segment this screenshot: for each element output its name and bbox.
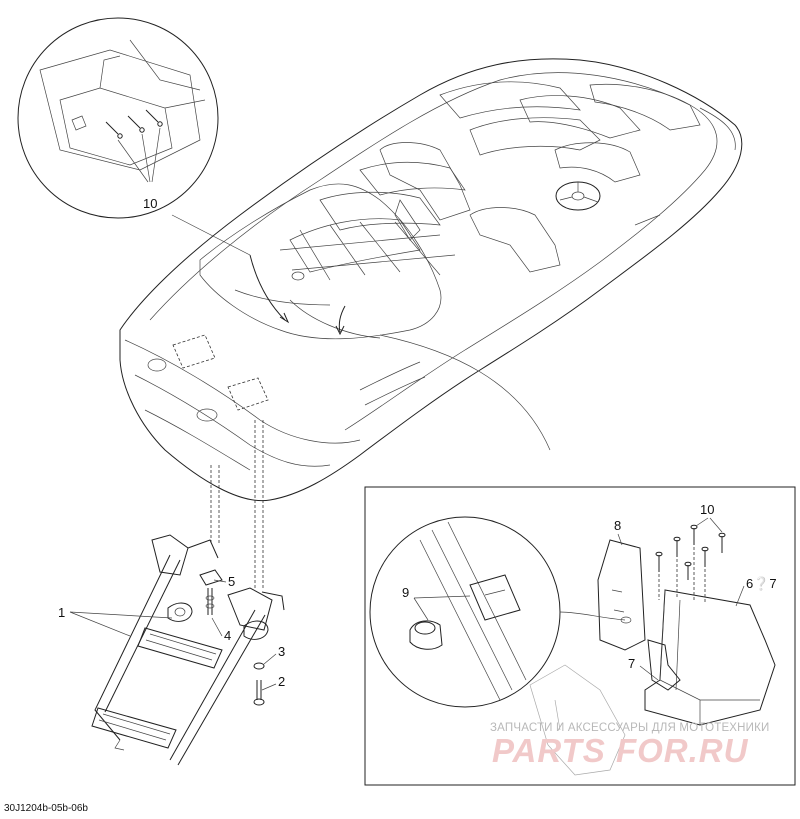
bracket-part-7 xyxy=(647,639,681,691)
callout-9: 9 xyxy=(402,585,409,600)
screw-group-inset xyxy=(655,524,726,604)
boat-illustration xyxy=(119,58,743,502)
detail-circle-top: 10 xyxy=(17,17,251,256)
callout-10-inset: 10 xyxy=(700,502,714,517)
figure-code: 30J1204b-05b-06b xyxy=(4,803,88,814)
ladder-step-upper xyxy=(137,627,223,669)
callout-7: 7 xyxy=(628,656,635,671)
steering-wheel xyxy=(555,181,601,211)
callout-3: 3 xyxy=(278,644,285,659)
callout-10-detail: 10 xyxy=(143,196,157,211)
watermark-tagline: ЗАПЧАСТИ И АКСЕССУАРЫ ДЛЯ МОТОТЕХНИКИ xyxy=(490,722,770,734)
storage-bin xyxy=(644,589,776,726)
inset-detail-box: 9 6❔7 7 8 xyxy=(364,486,796,786)
callout-6-7: 6❔7 xyxy=(746,576,777,591)
panel-part-8 xyxy=(597,539,646,651)
connector-arc xyxy=(379,334,551,451)
callout-8: 8 xyxy=(614,518,621,533)
callout-4: 4 xyxy=(224,628,231,643)
callout-5: 5 xyxy=(228,574,235,589)
callout-1: 1 xyxy=(58,605,65,620)
screw-group-detail xyxy=(105,109,163,139)
ladder-step-lower xyxy=(91,707,177,749)
watermark-logo: PARTS FOR.RU xyxy=(492,732,749,769)
bumper-part-9 xyxy=(409,574,521,650)
ladder-callouts: 1 5 4 3 2 xyxy=(58,574,285,691)
boarding-ladder xyxy=(91,420,285,766)
callout-2: 2 xyxy=(278,674,285,689)
